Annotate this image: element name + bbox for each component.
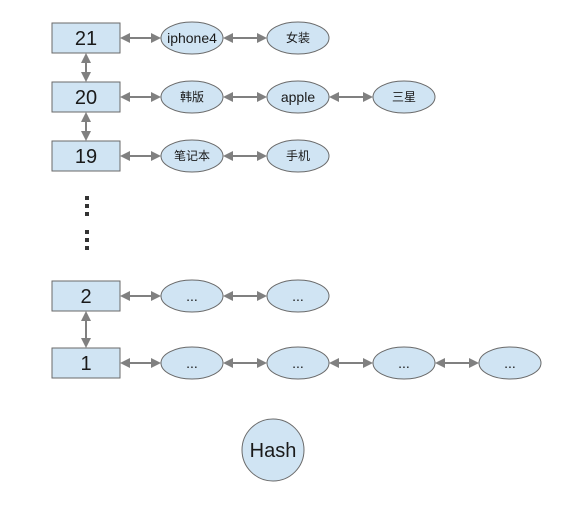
- bucket-1-node-2: ...: [266, 346, 330, 380]
- node-label: ...: [398, 355, 410, 371]
- list-node: [160, 21, 224, 55]
- arrow-head: [81, 53, 91, 63]
- list-node: [160, 80, 224, 114]
- arrow-head: [120, 33, 130, 43]
- list-node: [160, 279, 224, 313]
- bucket-21-node-1: iphone4: [160, 21, 224, 55]
- arrow-head: [81, 311, 91, 321]
- node-label: ...: [292, 288, 304, 304]
- bucket-box: [51, 280, 121, 312]
- arrow-head: [81, 112, 91, 122]
- bucket-2-node-1: ...: [160, 279, 224, 313]
- list-node: [372, 80, 436, 114]
- bucket-19-node-2: 手机: [266, 139, 330, 173]
- node-label: iphone4: [167, 30, 217, 46]
- arrow-head: [329, 92, 339, 102]
- node-label: 三星: [392, 90, 416, 104]
- node-label: ...: [186, 288, 198, 304]
- bucket-label: 1: [80, 353, 91, 375]
- arrow-head: [151, 92, 161, 102]
- arrow-head: [435, 358, 445, 368]
- hash-label: Hash: [250, 440, 297, 462]
- list-node: [266, 80, 330, 114]
- list-node: [160, 346, 224, 380]
- arrow-head: [257, 358, 267, 368]
- arrow-head: [151, 151, 161, 161]
- list-node: [266, 346, 330, 380]
- bucket-box: [51, 81, 121, 113]
- bucket-box: [51, 140, 121, 172]
- bucket-label: 21: [75, 28, 97, 50]
- arrow-head: [223, 33, 233, 43]
- bucket-1: 1: [51, 347, 121, 379]
- node-label: ...: [504, 355, 516, 371]
- ellipsis-dot: [85, 230, 89, 234]
- arrow-head: [223, 92, 233, 102]
- bucket-19-node-1: 笔记本: [160, 139, 224, 173]
- arrow-head: [120, 92, 130, 102]
- node-label: ...: [292, 355, 304, 371]
- bucket-2-node-2: ...: [266, 279, 330, 313]
- arrow-head: [120, 291, 130, 301]
- bucket-20-node-3: 三星: [372, 80, 436, 114]
- arrow-head: [81, 131, 91, 141]
- arrow-head: [151, 358, 161, 368]
- arrow-head: [120, 151, 130, 161]
- arrow-head: [223, 358, 233, 368]
- hash-circle: [241, 418, 305, 482]
- arrow-head: [257, 291, 267, 301]
- bucket-20-node-2: apple: [266, 80, 330, 114]
- bucket-21: 21: [51, 22, 121, 54]
- bucket-label: 2: [80, 286, 91, 308]
- node-label: 韩版: [180, 89, 204, 104]
- ellipsis-dot: [85, 246, 89, 250]
- list-node: [372, 346, 436, 380]
- bucket-label: 19: [75, 146, 97, 168]
- bucket-2: 2: [51, 280, 121, 312]
- bucket-19: 19: [51, 140, 121, 172]
- bucket-20: 20: [51, 81, 121, 113]
- ellipsis-dot: [85, 204, 89, 208]
- list-node: [160, 139, 224, 173]
- list-node: [478, 346, 542, 380]
- arrow-head: [81, 338, 91, 348]
- arrow-head: [223, 151, 233, 161]
- arrow-head: [151, 291, 161, 301]
- node-label: 手机: [286, 149, 310, 163]
- bucket-21-node-2: 女装: [266, 21, 330, 55]
- ellipsis-dot: [85, 212, 89, 216]
- node-label: apple: [281, 89, 315, 105]
- arrow-head: [329, 358, 339, 368]
- ellipsis-dot: [85, 238, 89, 242]
- arrow-head: [223, 291, 233, 301]
- links-layer: [81, 33, 479, 368]
- list-node: [266, 279, 330, 313]
- arrow-head: [257, 92, 267, 102]
- bucket-20-node-1: 韩版: [160, 80, 224, 114]
- arrow-head: [469, 358, 479, 368]
- list-node: [266, 21, 330, 55]
- vertical-ellipsis: [85, 196, 89, 250]
- node-label: 笔记本: [174, 148, 210, 163]
- arrow-head: [151, 33, 161, 43]
- arrow-head: [257, 33, 267, 43]
- bucket-1-node-1: ...: [160, 346, 224, 380]
- node-label: 女装: [286, 30, 310, 45]
- bucket-1-node-3: ...: [372, 346, 436, 380]
- bucket-box: [51, 347, 121, 379]
- bucket-label: 20: [75, 87, 97, 109]
- arrow-head: [257, 151, 267, 161]
- hash-node: Hash: [241, 418, 305, 482]
- arrow-head: [363, 92, 373, 102]
- arrow-head: [363, 358, 373, 368]
- bucket-box: [51, 22, 121, 54]
- node-label: ...: [186, 355, 198, 371]
- bucket-1-node-4: ...: [478, 346, 542, 380]
- list-node: [266, 139, 330, 173]
- arrow-head: [81, 72, 91, 82]
- arrow-head: [120, 358, 130, 368]
- ellipsis-dot: [85, 196, 89, 200]
